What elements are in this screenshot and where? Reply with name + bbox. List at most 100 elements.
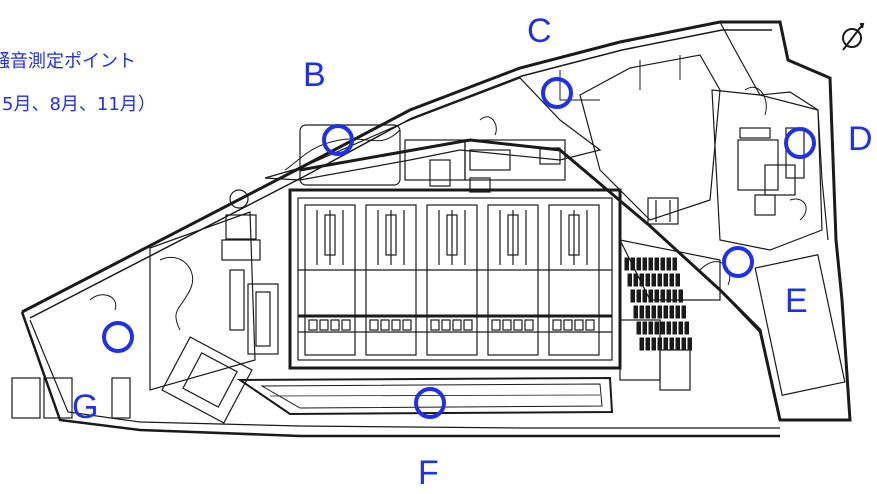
parking-stall [660,257,665,271]
parking-stall [681,305,686,319]
building-bay [548,204,600,356]
bay-box [430,319,440,331]
bay-slot [324,214,336,256]
misc-structures [11,124,805,424]
parking-stall [687,337,692,351]
parking-stall [672,289,677,303]
parking-stall [666,289,671,303]
parking-stall [648,257,653,271]
parking-stall [663,305,668,319]
point-g-marker[interactable] [102,321,134,353]
parking-stall [630,257,635,271]
point-labels: B C D E F G [72,12,873,492]
parking-stall [666,257,671,271]
parking-stall [636,289,641,303]
point-e-marker[interactable] [722,246,754,278]
point-d-label: D [848,120,873,158]
bay-slot [385,214,397,256]
bottom-basin [236,376,614,416]
parking-stall [669,337,674,351]
bay-box [369,319,379,331]
parking-stall [648,289,653,303]
point-g-label: G [72,388,98,426]
bay-box [341,319,351,331]
parking-stall [648,321,653,335]
bay-box [574,319,584,331]
parking-stall [678,289,683,303]
point-d-marker[interactable] [784,127,816,159]
building-bay [426,204,478,356]
building-bay [365,204,417,356]
parking-stall [636,321,641,335]
parking-stall [657,273,662,287]
legend: 騒音測定ポイント 5月、8月、11月） [0,51,156,115]
parking-stall [624,257,629,271]
measurement-markers [102,77,816,419]
parking-stall [651,273,656,287]
bay-slot [446,214,458,256]
bay-box [380,319,390,331]
main-building [288,188,622,370]
parking-stall [669,273,674,287]
parking-stall [666,321,671,335]
site-boundary [20,20,852,438]
point-f-marker[interactable] [414,387,446,419]
bay-box [441,319,451,331]
point-f-label: F [418,454,439,492]
bay-box [452,319,462,331]
parking-stall [660,289,665,303]
parking-stall [642,289,647,303]
parking-stall [639,337,644,351]
north-arrow-icon [842,23,865,51]
bay-box [319,319,329,331]
parking-stall [678,321,683,335]
parking-stall [645,273,650,287]
parking-stall [651,337,656,351]
parking-stall [639,273,644,287]
bay-box [330,319,340,331]
parking-stall [642,321,647,335]
parking-stall [660,321,665,335]
bay-box [491,319,501,331]
parking-stall [633,273,638,287]
parking-stall [654,257,659,271]
parking-stall [642,257,647,271]
building-bays [304,204,600,356]
parking-stall [684,321,689,335]
landscape-paths [89,55,807,331]
parking-area [624,257,692,351]
parking-stall [630,289,635,303]
bay-box [308,319,318,331]
point-e-label: E [785,282,808,320]
parking-stall [627,273,632,287]
bay-box [552,319,562,331]
parking-stall [645,337,650,351]
parking-stall [672,321,677,335]
bay-box [402,319,412,331]
legend-title: 騒音測定ポイント [0,51,136,72]
parking-stall [654,321,659,335]
parking-stall [657,305,662,319]
parking-stall [639,305,644,319]
parking-stall [663,273,668,287]
bay-box [391,319,401,331]
point-b-marker[interactable] [322,124,354,156]
parking-stall [675,305,680,319]
parking-stall [675,337,680,351]
building-bay [304,204,356,356]
legend-schedule: 5月、8月、11月） [2,94,156,115]
inner-lots [149,54,846,396]
bay-box [502,319,512,331]
parking-stall [654,289,659,303]
parking-stall [675,273,680,287]
bay-slot [568,214,580,256]
bay-box [585,319,595,331]
parking-stall [663,337,668,351]
point-c-marker[interactable] [541,77,573,109]
bay-slot [507,214,519,256]
parking-stall [681,337,686,351]
parking-stall [651,305,656,319]
bay-box [463,319,473,331]
parking-stall [645,305,650,319]
